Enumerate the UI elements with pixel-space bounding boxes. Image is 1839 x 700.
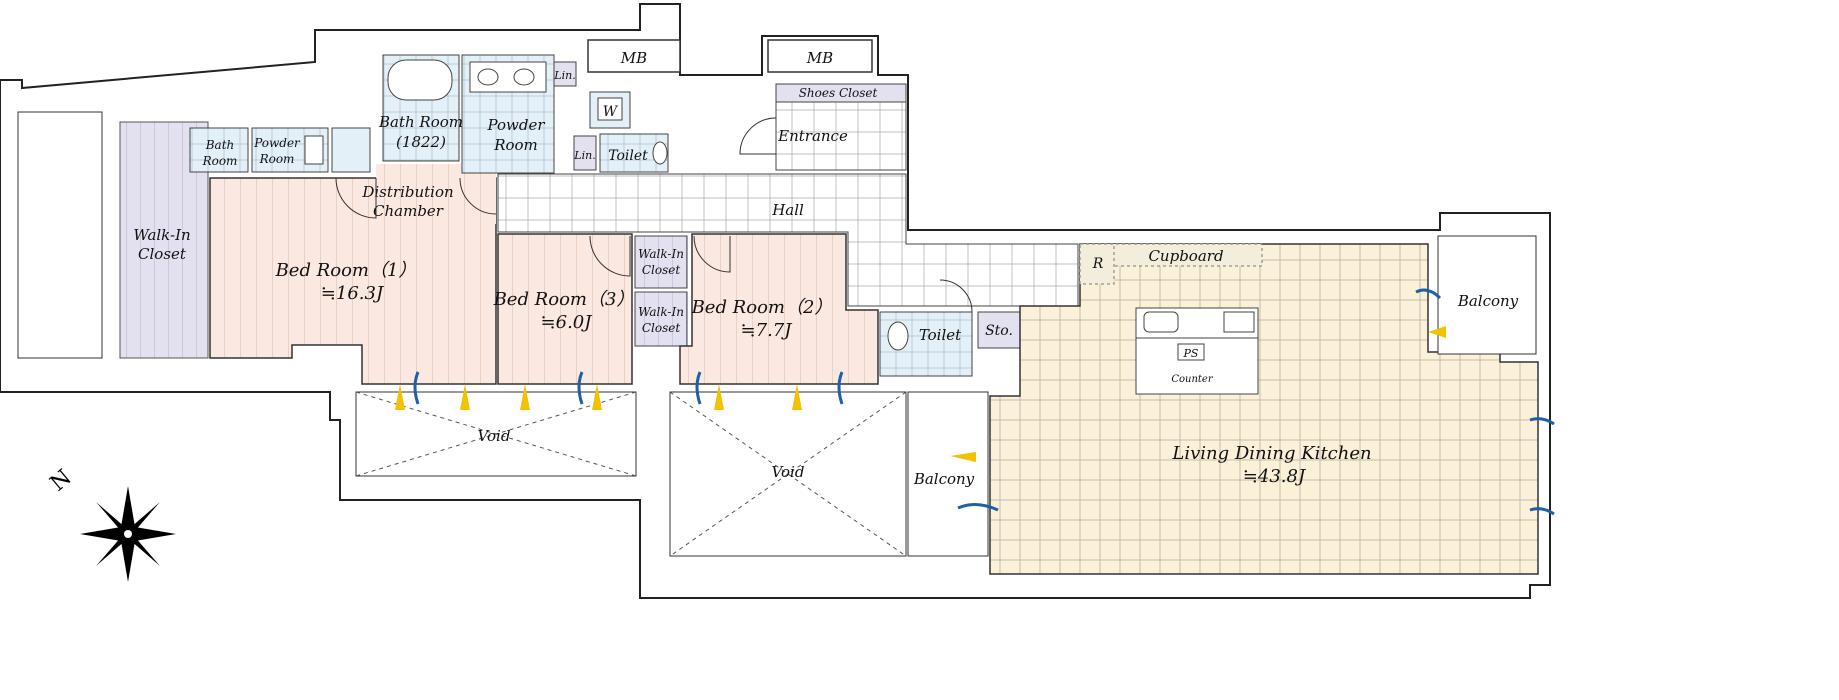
entrance-label: Entrance — [777, 127, 848, 145]
walkin-left-line2: Closet — [138, 245, 187, 263]
mb-shaft-2 — [767, 39, 873, 73]
walk-in-closet-b — [634, 291, 688, 347]
distribution-line1: Distribution — [361, 183, 453, 201]
shoes-closet — [775, 83, 907, 103]
refrigerator-space — [1079, 243, 1115, 285]
hall-label: Hall — [771, 201, 804, 219]
linen-closet-1 — [553, 61, 577, 87]
bath-small-line1: Bath — [205, 138, 235, 152]
shoes-closet-label: Shoes Closet — [799, 86, 878, 100]
bed-room-1-size: ≒16.3J — [321, 283, 385, 304]
small-cabinet — [331, 127, 371, 173]
ps-label: PS — [1183, 347, 1199, 360]
living-dining-kitchen — [989, 243, 1539, 575]
kitchen-sink — [1143, 311, 1179, 333]
walkin-b-line2: Closet — [642, 321, 681, 335]
powder-line1: Powder — [486, 116, 545, 134]
washer — [597, 97, 623, 121]
entrance-door-swing — [739, 117, 777, 155]
void2-label: Void — [772, 463, 805, 481]
w-label: W — [603, 104, 619, 120]
toilet-1-bowl — [652, 141, 668, 165]
walkin-b-line1: Walk-In — [638, 305, 684, 319]
toilet-2-bowl — [887, 321, 909, 351]
walk-in-closet-a — [634, 235, 688, 289]
bathtub — [387, 59, 453, 101]
outer-wall — [0, 3, 1551, 599]
sink-left — [477, 68, 499, 86]
toilet1-label: Toilet — [608, 148, 648, 164]
powder-line2: Room — [493, 136, 538, 154]
counter-label: Counter — [1171, 374, 1213, 385]
void-1-cross-b — [355, 391, 637, 477]
powder-small-line1: Powder — [253, 136, 301, 150]
bed-room-3 — [497, 233, 633, 385]
linen-closet-2 — [573, 135, 597, 171]
ps-box — [1177, 343, 1205, 361]
door-swing-bed2 — [693, 235, 731, 273]
walkin-a-line1: Walk-In — [638, 247, 684, 261]
bed-room-1 — [209, 177, 497, 385]
lin2-label: Lin. — [573, 149, 595, 162]
compass — [80, 486, 176, 582]
door-swing-bed1 — [335, 177, 377, 219]
ldk-label: Living Dining Kitchen — [1171, 443, 1371, 464]
balcony-right-label: Balcony — [1457, 292, 1519, 310]
distribution-line2: Chamber — [373, 202, 444, 220]
bath-small-line2: Room — [202, 154, 238, 168]
bed-room-2-label: Bed Room（2） — [691, 297, 833, 318]
void-2 — [669, 391, 907, 557]
bed-room-3-label: Bed Room（3） — [493, 289, 635, 310]
washbasin — [304, 135, 324, 165]
door-swing-bed3 — [589, 235, 631, 277]
walkin-left-line1: Walk-In — [133, 226, 190, 244]
sto-label: Sto. — [985, 323, 1013, 339]
mb-shaft-1 — [587, 39, 681, 73]
bed-room-3-size: ≒6.0J — [541, 312, 594, 333]
sink-right — [513, 68, 535, 86]
bathroom-line1: Bath Room — [378, 113, 463, 131]
r-label: R — [1092, 256, 1104, 272]
wind-markers — [395, 288, 1555, 516]
balcony-right — [1437, 235, 1537, 355]
door-swing-toilet2 — [939, 279, 973, 313]
terrace-box — [17, 111, 103, 359]
powder-small-line2: Room — [259, 152, 295, 166]
walkin-a-line2: Closet — [642, 263, 681, 277]
ldk-size: ≒43.8J — [1243, 466, 1307, 487]
door-swing-dist — [459, 177, 497, 215]
bed-room-1-label: Bed Room（1） — [275, 260, 417, 281]
toilet2-label: Toilet — [919, 326, 962, 344]
balcony-mid-label: Balcony — [913, 470, 975, 488]
bath-room-small — [189, 127, 249, 173]
distribution-chamber — [376, 164, 496, 224]
cupboard-label: Cupboard — [1148, 247, 1223, 265]
balcony-mid — [907, 391, 989, 557]
bathroom-line2: (1822) — [396, 133, 446, 151]
cooktop — [1223, 311, 1255, 333]
compass-north-label: N — [46, 465, 77, 497]
bed-room-2-size: ≒7.7J — [741, 320, 794, 341]
lin1-label: Lin. — [553, 69, 575, 82]
mb2-label: MB — [806, 49, 833, 67]
void1-label: Void — [478, 427, 511, 445]
mb1-label: MB — [620, 49, 647, 67]
